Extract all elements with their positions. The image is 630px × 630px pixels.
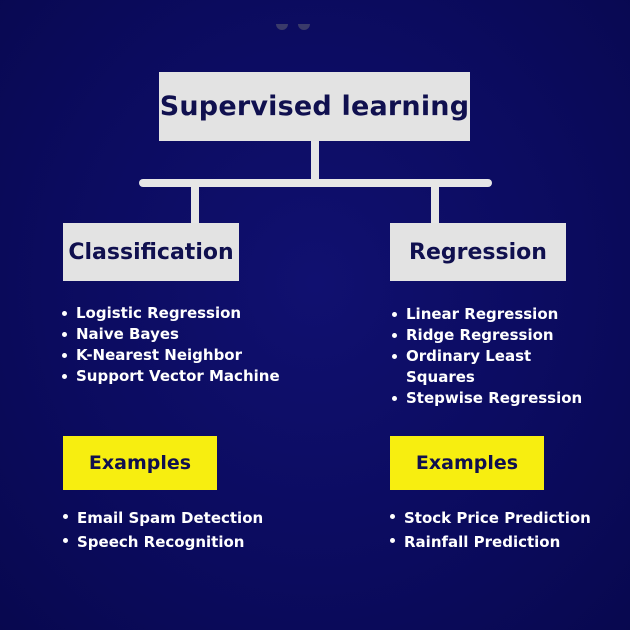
list-item: Naive Bayes — [62, 324, 292, 345]
connector-horizontal — [139, 179, 492, 187]
list-item: Rainfall Prediction — [390, 530, 610, 554]
connector-right-drop — [431, 183, 439, 224]
regression-node-label: Regression — [409, 239, 547, 265]
list-item: Linear Regression — [392, 304, 592, 325]
classification-node-label: Classification — [68, 239, 234, 265]
examples-label: Examples — [88, 452, 192, 474]
root-node: Supervised learning — [159, 72, 470, 141]
classification-examples-header: Examples — [63, 436, 217, 490]
list-item: Stepwise Regression — [392, 388, 592, 409]
list-item: Ridge Regression — [392, 325, 592, 346]
classification-node: Classification — [63, 223, 239, 281]
examples-label: Examples — [415, 452, 519, 474]
classification-algorithm-list: Logistic Regression Naive Bayes K-Neares… — [62, 303, 292, 387]
list-item: Stock Price Prediction — [390, 506, 610, 530]
connector-left-drop — [191, 183, 199, 224]
decoration-dot — [276, 24, 288, 30]
list-item-text: Ordinary Least Squares — [406, 347, 532, 386]
list-item: Speech Recognition — [63, 530, 303, 554]
list-item: Email Spam Detection — [63, 506, 303, 530]
regression-algorithm-list: Linear Regression Ridge Regression Ordin… — [392, 304, 592, 409]
root-node-label: Supervised learning — [159, 91, 470, 122]
list-item: Logistic Regression — [62, 303, 292, 324]
regression-examples-header: Examples — [390, 436, 544, 490]
top-decoration — [276, 24, 316, 32]
connector-root-stem — [311, 141, 319, 183]
decoration-dot — [298, 24, 310, 30]
classification-examples-list: Email Spam Detection Speech Recognition — [63, 506, 303, 554]
list-item: Ordinary Least Squares — [392, 346, 592, 388]
list-item: K-Nearest Neighbor — [62, 345, 292, 366]
regression-examples-list: Stock Price Prediction Rainfall Predicti… — [390, 506, 610, 554]
regression-node: Regression — [390, 223, 566, 281]
list-item: Support Vector Machine — [62, 366, 292, 387]
